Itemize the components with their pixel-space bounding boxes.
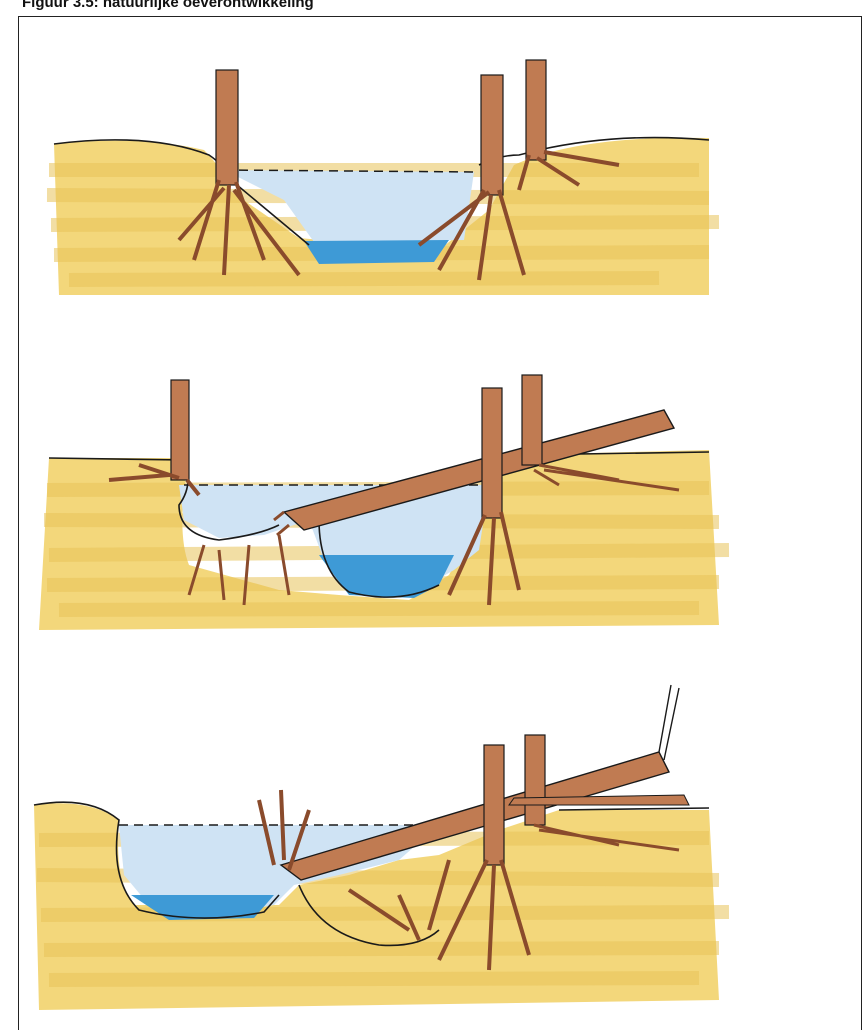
stage-1-illustration: [19, 40, 839, 340]
figure-caption: Figuur 3.5: natuurlijke oeverontwikkelin…: [22, 0, 314, 11]
tree-left: [109, 380, 199, 495]
stage-2-illustration: [19, 360, 839, 660]
stage-3-illustration: [19, 680, 839, 1020]
